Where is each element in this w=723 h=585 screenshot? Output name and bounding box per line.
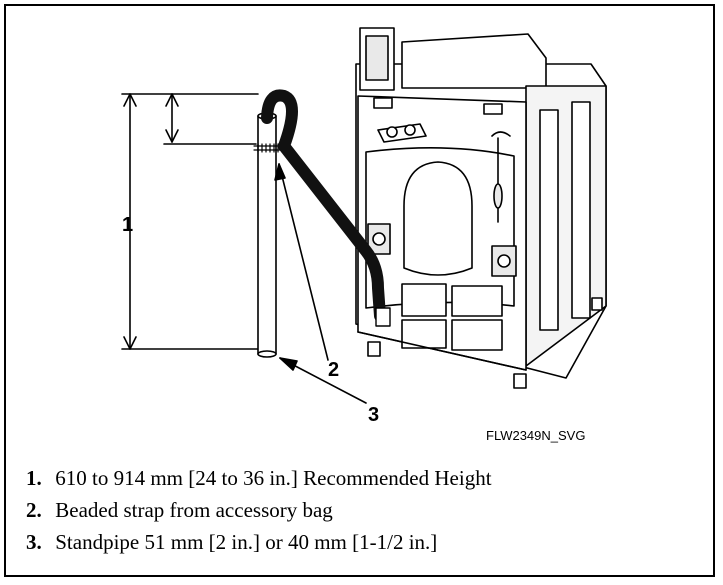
height-dimension-lines [121, 93, 269, 350]
legend-text: 610 to 914 mm [24 to 36 in.] Recommended… [55, 466, 492, 490]
legend-number: 3. [26, 530, 42, 554]
legend-text: Beaded strap from accessory bag [55, 498, 333, 522]
legend-number: 1. [26, 466, 42, 490]
washer-machine [355, 27, 607, 389]
figure-id: FLW2349N_SVG [486, 428, 586, 443]
leader-arrows [274, 163, 367, 404]
legend-item: 3. Standpipe 51 mm [2 in.] or 40 mm [1-1… [26, 526, 492, 558]
legend-item: 1. 610 to 914 mm [24 to 36 in.] Recommen… [26, 462, 492, 494]
drain-hose [261, 89, 391, 327]
callout-3: 3 [368, 404, 380, 426]
figure-frame: 1 2 3 FLW2349N_SVG 1. 610 to 914 mm [24 … [4, 4, 715, 577]
callout-1: 1 [122, 214, 134, 236]
standpipe [257, 112, 277, 358]
legend-number: 2. [26, 498, 42, 522]
washer-drain-illustration [121, 27, 607, 404]
legend-item: 2. Beaded strap from accessory bag [26, 494, 492, 526]
callout-2: 2 [328, 359, 340, 381]
legend-text: Standpipe 51 mm [2 in.] or 40 mm [1-1/2 … [55, 530, 438, 554]
legend-list: 1. 610 to 914 mm [24 to 36 in.] Recommen… [26, 462, 492, 558]
